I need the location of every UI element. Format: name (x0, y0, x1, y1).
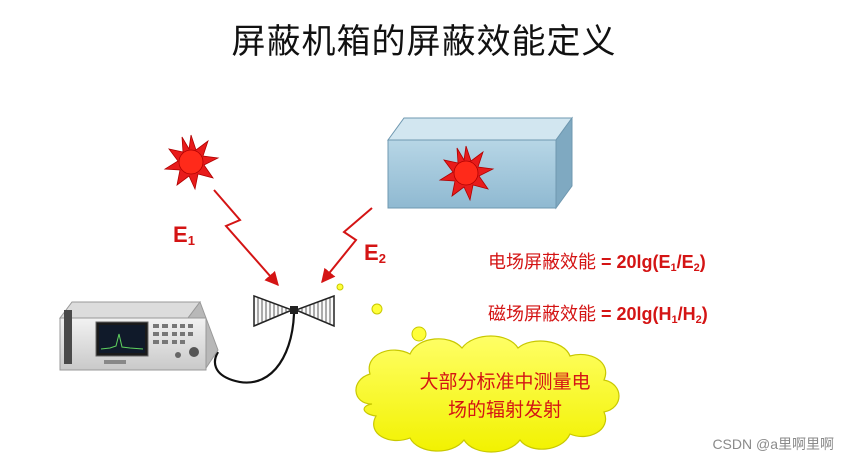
formula-magnetic-mid: /H (677, 304, 696, 324)
formula-electric-sub1: 1 (670, 262, 677, 274)
sun-burst-icon (438, 145, 495, 202)
formula-electric-end: ) (699, 252, 706, 272)
formula-magnetic-prefix: 磁场屏蔽效能 (488, 304, 596, 325)
formula-electric: 电场屏蔽效能 = 20lg(E1/E2) (488, 248, 706, 274)
formula-magnetic-end: ) (701, 304, 708, 324)
thought-bubbles (336, 283, 427, 342)
cloud-text-line2: 场的辐射发射 (447, 399, 562, 421)
label-e1-sub: 1 (187, 233, 195, 248)
label-e2-sub: 2 (378, 251, 386, 266)
cloud-text: 大部分标准中测量电 场的辐射发射 (390, 368, 620, 424)
field-arrow-e1 (213, 189, 279, 287)
formula-electric-mid: /E (676, 252, 694, 272)
cloud-text-line1: 大部分标准中测量电 (419, 371, 591, 393)
sun-burst-icon (163, 134, 220, 191)
speech-cloud (355, 335, 620, 453)
formula-magnetic-sub2: 2 (695, 314, 702, 326)
spectrum-analyzer-icon (59, 300, 219, 371)
antenna-cable (213, 313, 296, 384)
formula-magnetic-sub1: 1 (671, 314, 678, 326)
formula-electric-sub2: 2 (693, 262, 700, 274)
biconical-antenna-icon (253, 294, 335, 328)
watermark: CSDN @a里啊里啊 (712, 436, 834, 452)
page-title: 屏蔽机箱的屏蔽效能定义 (231, 22, 617, 62)
shielding-box (387, 116, 573, 210)
formula-magnetic-eq: = 20lg(H (596, 304, 672, 324)
label-e1-main: E (173, 222, 188, 247)
formula-electric-eq: = 20lg(E (596, 252, 671, 272)
formula-electric-prefix: 电场屏蔽效能 (488, 252, 596, 273)
label-e2: E2 (364, 240, 386, 266)
label-e2-main: E (364, 240, 379, 265)
formula-magnetic: 磁场屏蔽效能 = 20lg(H1/H2) (488, 300, 708, 326)
label-e1: E1 (173, 222, 195, 248)
field-arrow-e2 (321, 207, 373, 284)
